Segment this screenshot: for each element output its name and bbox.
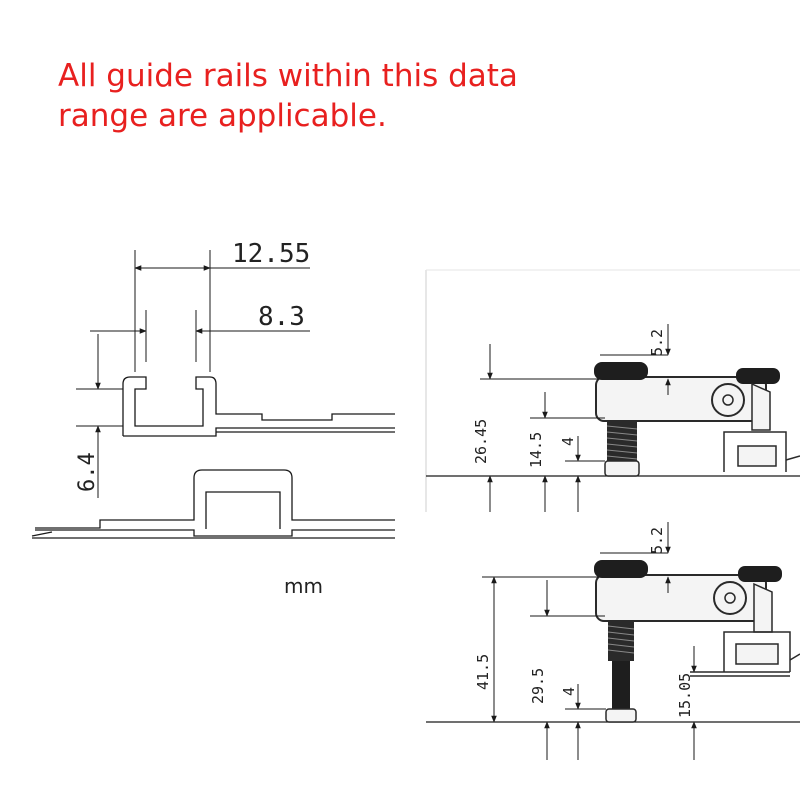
clamp-high-foot-pad <box>605 708 637 723</box>
clamp-high-dim-small: 4 <box>560 687 578 696</box>
rail-hat-outline <box>35 469 395 529</box>
clamp-high-knob <box>594 560 648 578</box>
dim-outer-width: 12.55 <box>232 239 310 269</box>
rail-hat-base-2 <box>31 531 395 539</box>
clamp-high-dim-total: 41.5 <box>474 654 492 690</box>
clamp-low-drawing: 5.2 26.45 14.5 4 <box>425 269 800 512</box>
clamp-low-dim-total: 26.45 <box>472 419 490 464</box>
clamp-high-dim-top: 5.2 <box>648 527 666 554</box>
clamp-high-dim-mid: 29.5 <box>529 668 547 704</box>
clamp-high-dim-side: 15.05 <box>676 673 694 718</box>
clamp-high-lever-knob <box>738 566 782 582</box>
clamp-high-screw-shaft <box>612 661 630 709</box>
rail-hat-inner <box>205 491 281 529</box>
dim-height: 6.4 <box>75 452 100 492</box>
clamp-low-dim-top: 5.2 <box>648 329 666 356</box>
headline-line-1: All guide rails within this data <box>58 58 518 94</box>
clamp-low-dim-small: 4 <box>559 437 577 446</box>
clamp-high-drawing: 5.2 41.5 29.5 4 15.05 <box>426 522 800 760</box>
dim-inner-width: 8.3 <box>258 302 305 332</box>
clamp-low-knob <box>594 362 648 380</box>
rail-profile-drawing <box>31 250 395 539</box>
clamp-low-pivot <box>711 383 745 417</box>
headline-line-2: range are applicable. <box>58 98 387 134</box>
clamp-low-lever-knob <box>736 368 780 384</box>
clamp-low-dim-mid: 14.5 <box>527 432 545 468</box>
headline-text: All guide rails within this data range a… <box>58 56 758 136</box>
unit-label: mm <box>284 574 323 598</box>
clamp-high-pivot <box>713 581 747 615</box>
rail-hat-base <box>35 529 395 537</box>
clamp-low-foot-pad <box>604 460 640 477</box>
rail-c-channel-outline <box>122 376 395 436</box>
